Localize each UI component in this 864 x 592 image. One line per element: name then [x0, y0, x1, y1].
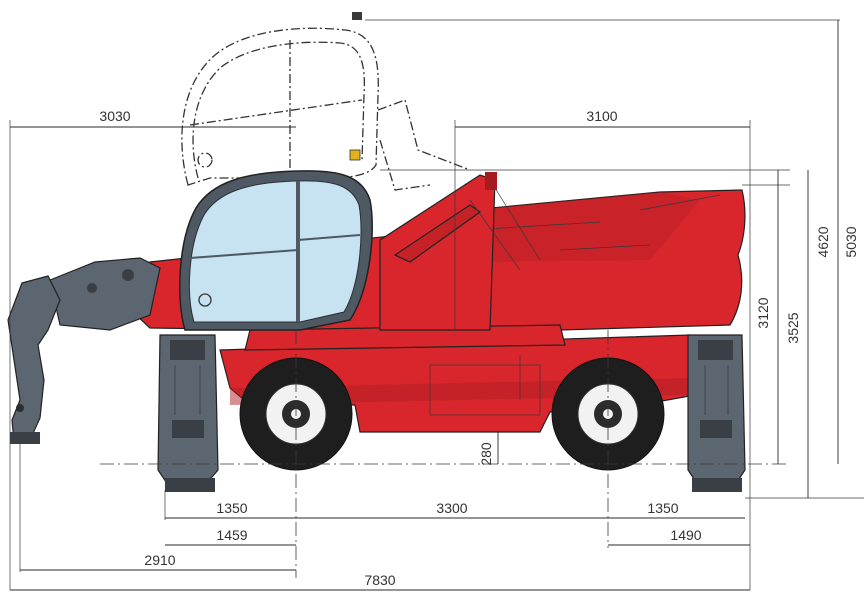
dim-4620: 4620	[815, 226, 831, 257]
dim-3300: 3300	[436, 500, 467, 516]
dim-3120: 3120	[755, 297, 771, 328]
stabiliser-rear	[687, 334, 746, 492]
dim-2910: 2910	[144, 552, 175, 568]
dim-7830: 7830	[364, 572, 395, 588]
dim-3030: 3030	[99, 108, 130, 124]
dim-1350-front: 1350	[216, 500, 247, 516]
dim-1459: 1459	[216, 527, 247, 543]
dim-5030: 5030	[843, 226, 859, 257]
dimension-labels: 3030 3100 1350 3300 1350 1459 1490 2910 …	[99, 108, 859, 588]
cab	[179, 149, 373, 331]
dim-3525: 3525	[785, 312, 801, 343]
fork-carriage	[7, 275, 61, 444]
beacon-lowered	[349, 149, 361, 161]
stabiliser-front	[157, 334, 219, 492]
dim-1490: 1490	[670, 527, 701, 543]
dimension-lines	[10, 20, 839, 591]
turret-arms	[379, 172, 541, 331]
raised-cab-outline	[181, 12, 471, 191]
dim-1350-rear: 1350	[647, 500, 678, 516]
dim-3100: 3100	[586, 108, 617, 124]
beacon-raised	[352, 12, 362, 20]
reference-lines	[9, 19, 864, 590]
dim-280: 280	[478, 442, 494, 466]
